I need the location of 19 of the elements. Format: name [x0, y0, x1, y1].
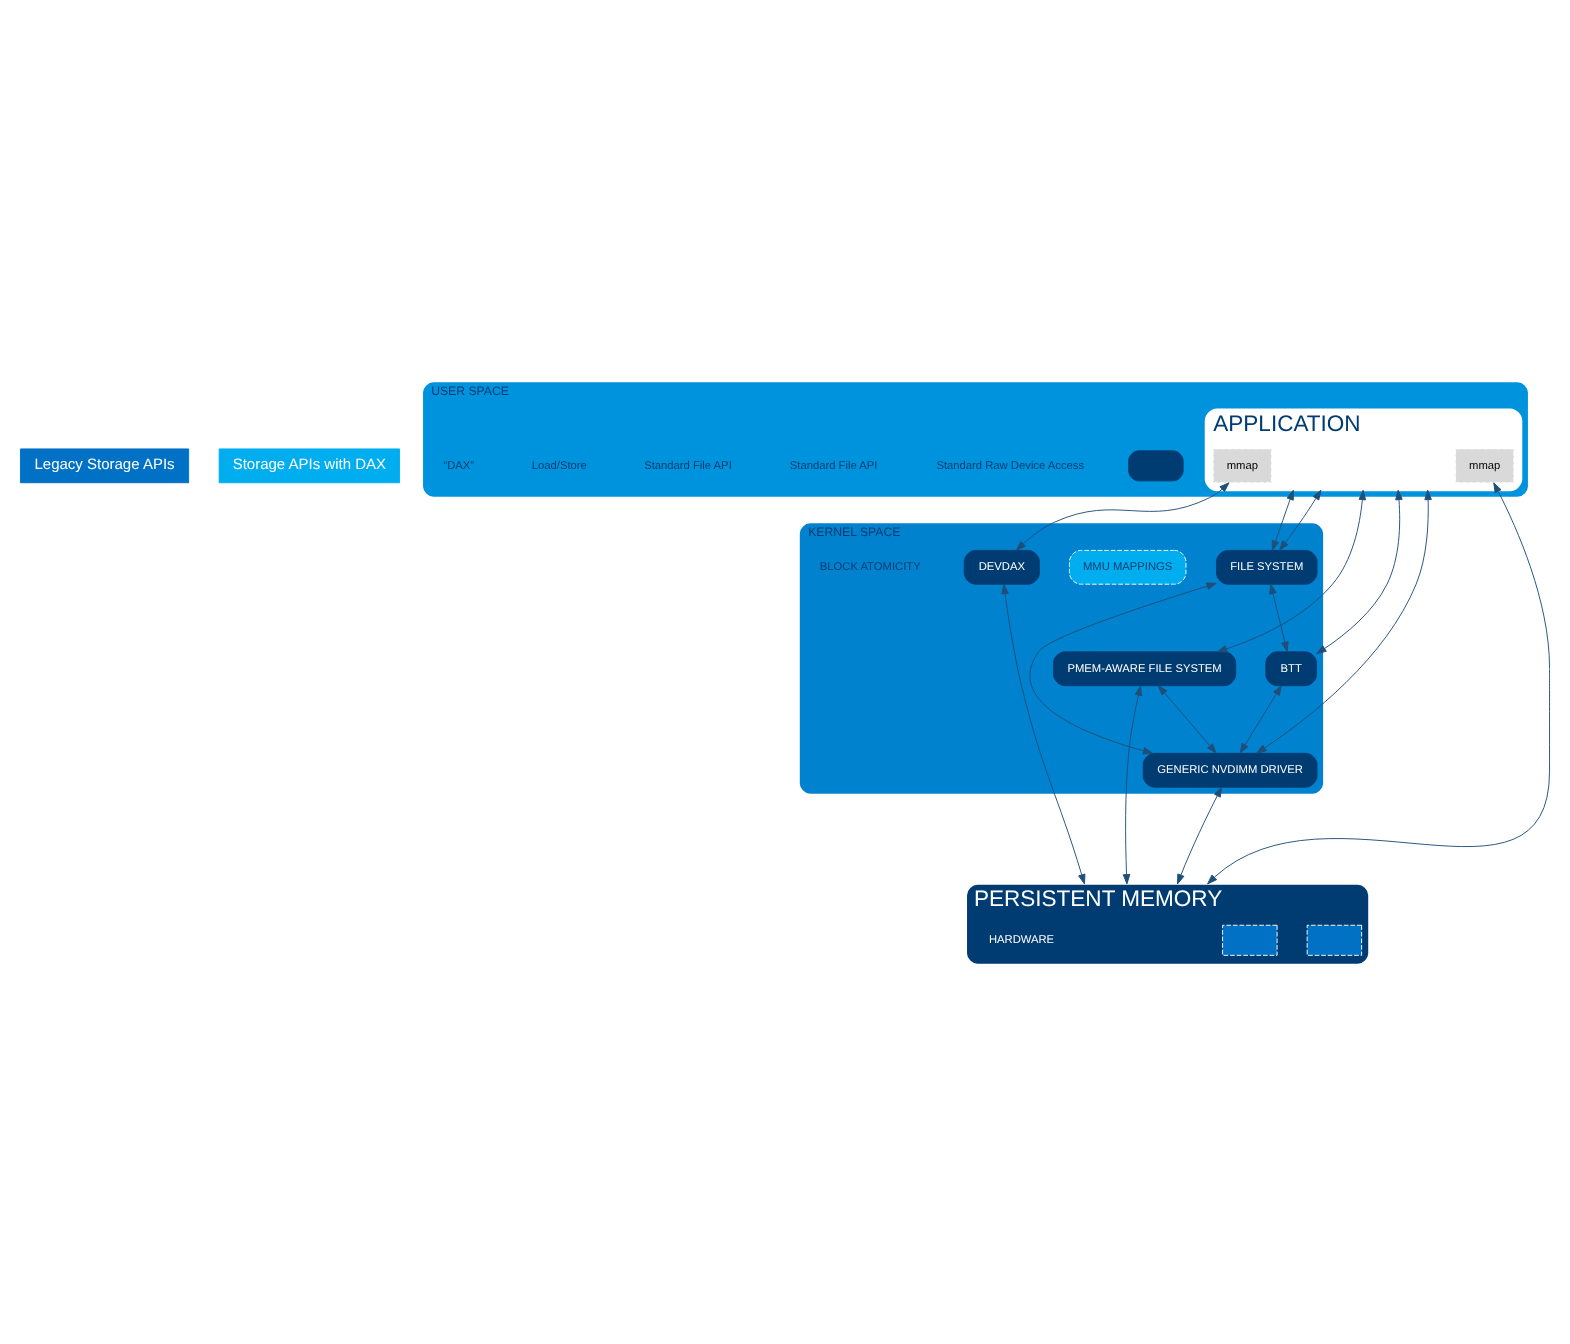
arrow	[1029, 581, 1217, 754]
arrow	[1316, 488, 1403, 654]
arrow	[1239, 684, 1282, 753]
arrow	[1207, 481, 1550, 884]
node-box	[1306, 923, 1363, 955]
arrow	[1256, 488, 1432, 753]
arrow	[1216, 488, 1367, 652]
arrow	[1177, 785, 1223, 884]
node-box	[1128, 449, 1184, 481]
arrow	[1001, 582, 1086, 884]
arrow	[1269, 582, 1289, 651]
arrow	[1279, 488, 1322, 550]
node-box: Legacy Storage APIs	[20, 447, 190, 483]
node-box: Storage APIs with DAX	[218, 447, 401, 483]
arrow	[1157, 684, 1217, 753]
arrow	[1015, 481, 1230, 550]
arrow	[1271, 488, 1294, 550]
arrow	[1122, 684, 1143, 884]
node-box	[1222, 923, 1278, 955]
